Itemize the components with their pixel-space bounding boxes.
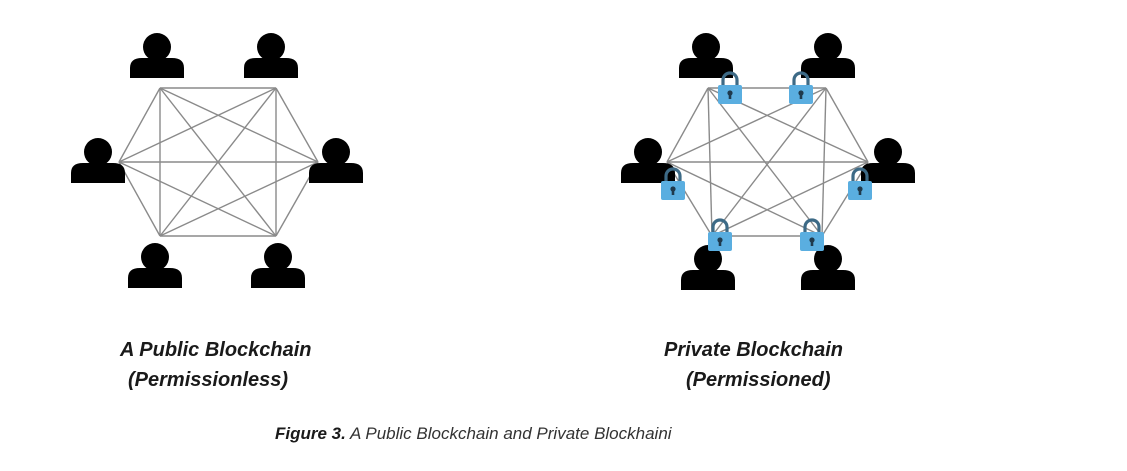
network-edge (118, 161, 277, 237)
person-icon (679, 33, 733, 78)
public-edges (118, 87, 319, 237)
public-blockchain-subtitle: (Permissionless) (128, 369, 289, 391)
person-icon (801, 33, 855, 78)
network-edge (666, 87, 709, 163)
person-icon (251, 243, 305, 288)
person-icon (681, 245, 735, 290)
person-icon (861, 138, 915, 183)
network-edge (821, 161, 869, 237)
private-blockchain-title: Private Blockchain (664, 339, 843, 361)
network-edge (666, 161, 823, 237)
padlock-icon (848, 167, 872, 200)
network-edge (118, 87, 277, 163)
network-edge (275, 87, 319, 163)
figure-caption-label: Figure 3. (275, 424, 346, 443)
person-icon (244, 33, 298, 78)
padlock-icon (708, 218, 732, 251)
network-edge (711, 161, 869, 237)
network-edge (159, 161, 319, 237)
private-locks (661, 71, 872, 251)
padlock-icon (800, 218, 824, 251)
person-icon (71, 138, 125, 183)
padlock-icon (661, 167, 685, 200)
padlock-icon (789, 71, 813, 104)
public-blockchain-title: A Public Blockchain (120, 339, 312, 361)
person-icon (801, 245, 855, 290)
figure-caption: Figure 3. A Public Blockchain and Privat… (275, 424, 672, 444)
private-blockchain-subtitle: (Permissioned) (686, 369, 831, 391)
person-icon (128, 243, 182, 288)
person-icon (130, 33, 184, 78)
network-edge (118, 87, 161, 163)
network-edge (118, 161, 161, 237)
private-edges (666, 87, 869, 237)
padlock-icon (718, 71, 742, 104)
network-edge (159, 87, 319, 163)
private-network (621, 33, 915, 290)
public-network (71, 33, 363, 288)
figure-caption-text: A Public Blockchain and Private Blockhai… (349, 424, 672, 443)
network-edge (825, 87, 869, 163)
